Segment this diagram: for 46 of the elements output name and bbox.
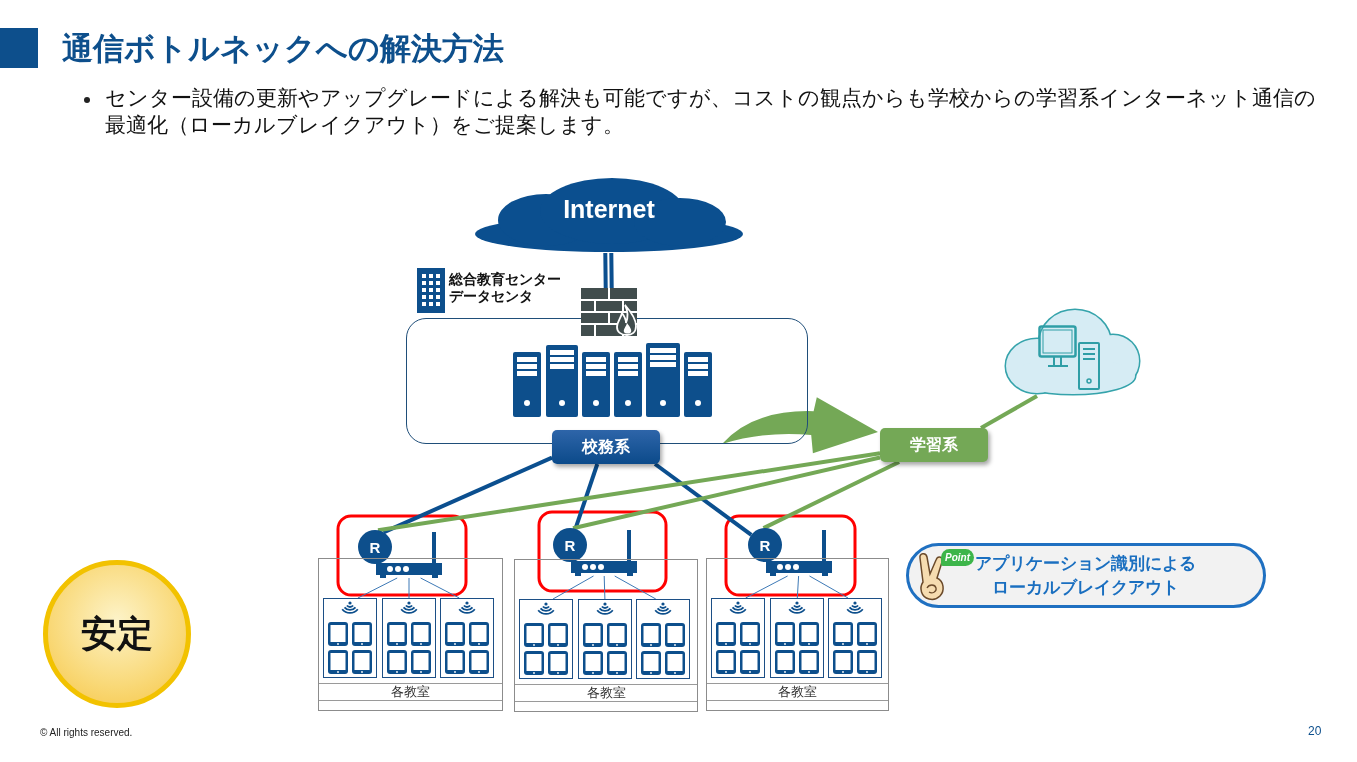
connector-line [382,455,553,535]
connector-line [377,451,881,533]
classroom-box [514,559,698,712]
page-number: 20 [1308,724,1322,739]
router-circle: R [748,528,782,562]
connector-line [603,575,606,600]
device-panel [440,598,494,678]
curved-arrow [722,397,878,454]
double-line [603,251,614,290]
firewall-icon [581,288,637,336]
label-box: 校務系 [552,430,660,464]
device-panel [382,598,436,678]
connector-line [980,394,1038,430]
point-bubble: Point [941,549,974,566]
connector-line [572,455,881,531]
connector-line [745,575,789,599]
room-name: 各教室 [515,684,697,702]
connector-line [408,577,410,599]
router-circle: R [358,530,392,564]
connector-line [552,575,594,600]
classroom-box [318,558,503,711]
title: 通信ボトルネックへの解決方法 [62,29,504,68]
router-circle: R [553,528,587,562]
connector-line [420,577,460,599]
connector-line [614,575,657,600]
connector-line [653,462,753,537]
copyright-text: © All rights reserved. [40,726,133,739]
connector-line [809,575,849,599]
box-heading: 総合教育センターデータセンタ [449,271,562,305]
connector-line [796,575,800,599]
classroom-box [706,558,889,711]
bullet-text: センター設備の更新やアップグレードによる解決も可能ですが、コストの観点からも学校からの学習系インターネット通信の最適化（ローカルブレイクアウト）をご提案します。 [105,85,1317,139]
device-panel [323,598,377,678]
connector-line [762,460,900,530]
room-name: 各教室 [319,683,502,701]
device-panel [519,599,573,679]
callout-text: アプリケーション識別によるローカルブレイクアウト [973,552,1197,599]
device-panel [578,599,632,679]
connector-line [357,577,398,599]
device-panel [711,598,765,678]
device-panel [636,599,690,679]
label-box: 学習系 [880,428,988,462]
device-panel [828,598,882,678]
device-panel [770,598,824,678]
circle-badge: 安定 [43,560,191,708]
room-name: 各教室 [707,683,888,701]
